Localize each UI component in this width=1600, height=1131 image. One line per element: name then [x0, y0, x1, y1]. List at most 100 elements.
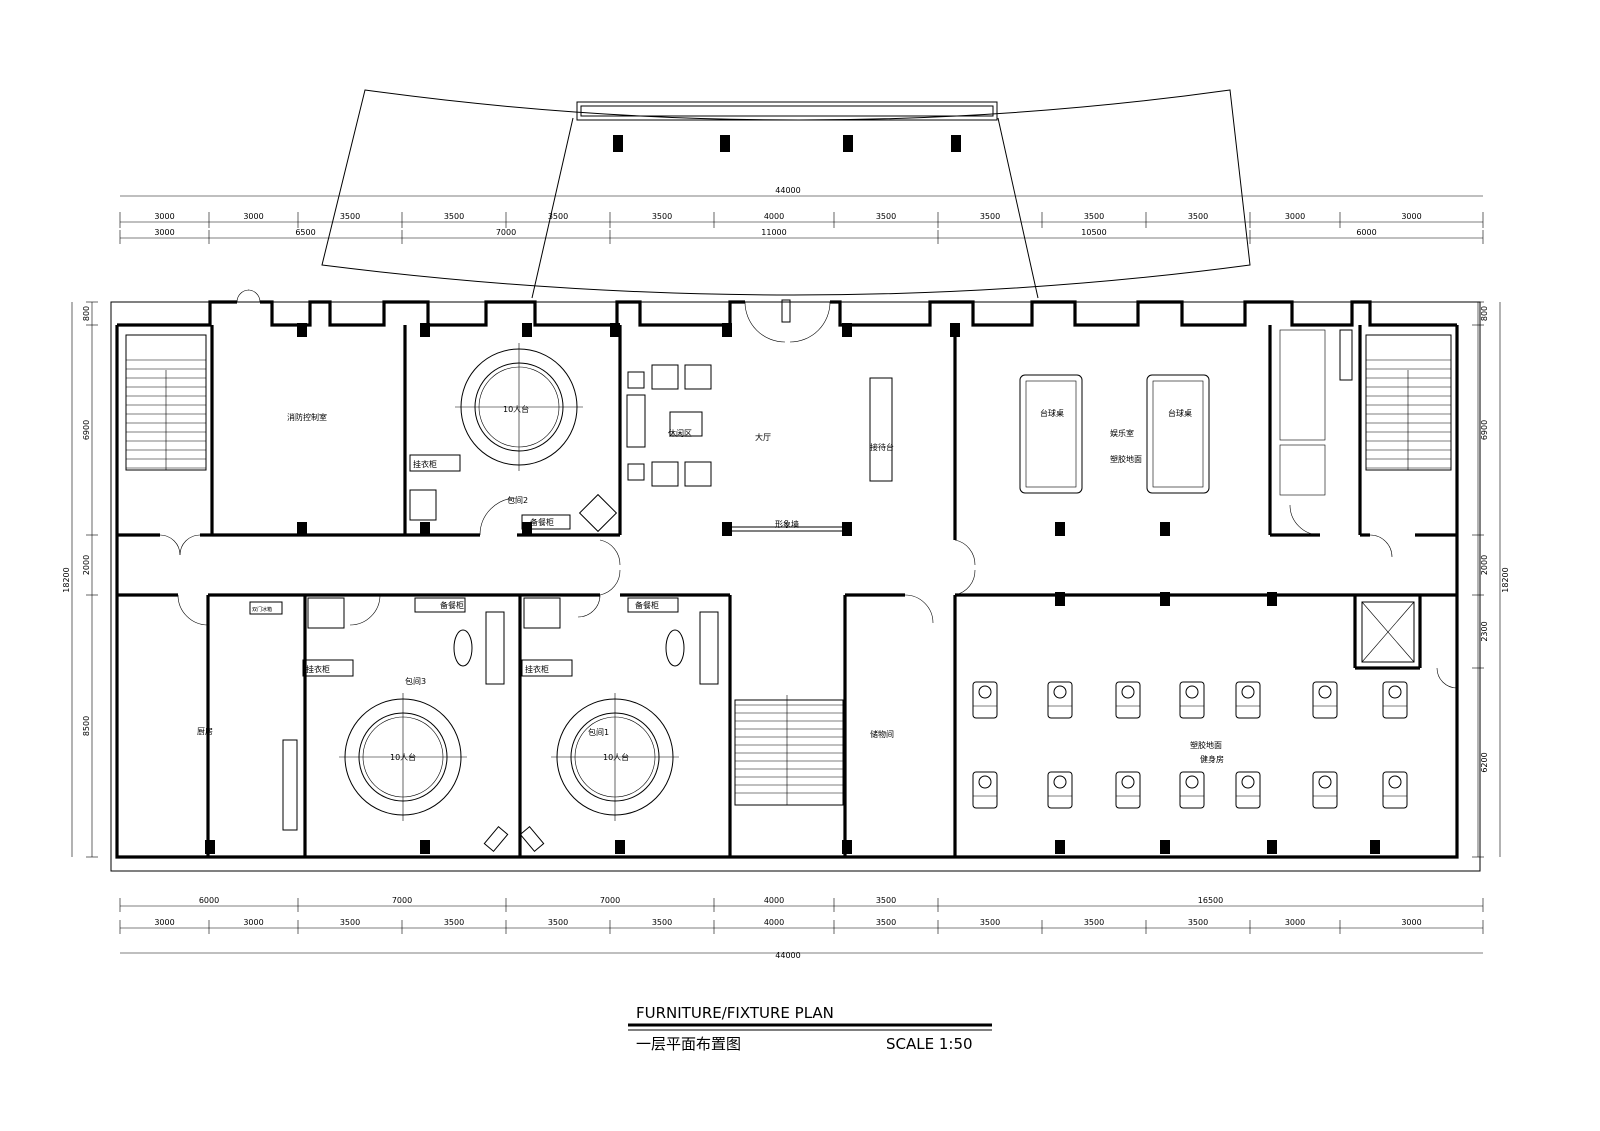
room-label-storage: 储物间	[870, 729, 894, 739]
dimension-value: 3500	[340, 918, 360, 927]
dimension-value: 3500	[548, 918, 568, 927]
room-label-recreation: 娱乐室	[1110, 428, 1134, 438]
gym-equipment-icon	[972, 681, 998, 719]
room-label-hall: 大厅	[755, 432, 771, 442]
dimension-value: 3500	[444, 212, 464, 221]
room-labels: 消防控制室 包间2 包间3 包间1 休闲区 大厅 接待台 形象墙 娱乐室 塑胶地…	[197, 408, 1224, 764]
dimension-value: 4000	[764, 896, 784, 905]
dimension-value: 3500	[980, 212, 1000, 221]
dimension-value: 3500	[444, 918, 464, 927]
entrance-canopy	[321, 89, 1251, 299]
stair-left	[125, 334, 207, 471]
interior-walls	[117, 325, 1457, 857]
dimension-value: 3000	[154, 228, 174, 237]
gym-equipment-icon	[1312, 771, 1338, 809]
room-label-gym: 健身房	[1200, 754, 1224, 764]
room-label-fire-control: 消防控制室	[287, 412, 327, 422]
room-label-kitchen: 厨房	[197, 726, 213, 736]
dimension-value: 3500	[548, 212, 568, 221]
table-label: 10人台	[503, 404, 529, 414]
dimension-value: 6500	[295, 228, 315, 237]
dimension-value: 6000	[1356, 228, 1376, 237]
dimension-value: 3000	[1285, 918, 1305, 927]
table-label: 10人台	[390, 752, 416, 762]
title-block: FURNITURE/FIXTURE PLAN 一层平面布置图 SCALE 1:5…	[628, 1004, 992, 1053]
dimension-value: 3000	[1401, 918, 1421, 927]
fixtures	[249, 329, 1415, 852]
gym-equipment-icon	[1312, 681, 1338, 719]
round-table-room2: 10人台	[455, 343, 583, 471]
gym-equipment-icon	[1115, 771, 1141, 809]
gym-equipment-icon	[1047, 681, 1073, 719]
right-total-dim: 18200	[1501, 567, 1510, 592]
gym-equipment-icon	[1382, 681, 1408, 719]
doors	[159, 289, 1458, 689]
gym-equipment-icon	[1179, 681, 1205, 719]
dimension-value: 2300	[1480, 621, 1489, 641]
gym-equipment-icon	[1235, 681, 1261, 719]
dimension-value: 7000	[600, 896, 620, 905]
dimension-value: 11000	[761, 228, 786, 237]
dimension-value: 7000	[496, 228, 516, 237]
dimension-value: 3000	[243, 918, 263, 927]
drawing-scale: SCALE 1:50	[886, 1035, 973, 1053]
dimension-value: 7000	[392, 896, 412, 905]
room-label-private-2: 包间2	[507, 495, 528, 505]
coat-cabinet-label: 挂衣柜	[306, 664, 330, 674]
stair-right	[1365, 334, 1452, 471]
dimension-value: 3500	[876, 918, 896, 927]
dimension-value: 4000	[764, 212, 784, 221]
dimension-value: 3500	[980, 918, 1000, 927]
left-total-dim: 18200	[62, 567, 71, 592]
gym-equipment-icon	[1235, 771, 1261, 809]
dimension-value: 800	[1480, 306, 1489, 321]
sideboard-label: 备餐柜	[635, 600, 659, 610]
dimension-value: 16500	[1198, 896, 1223, 905]
dimension-value: 10500	[1081, 228, 1106, 237]
bottom-total-dim: 44000	[775, 951, 800, 960]
room-label-private-3: 包间3	[405, 676, 426, 686]
dimension-value: 6900	[1480, 420, 1489, 440]
billiard-table-label: 台球桌	[1168, 408, 1192, 418]
dimension-value: 3000	[154, 918, 174, 927]
dimension-value: 8500	[82, 716, 91, 736]
room-label-recreation-floor: 塑胶地面	[1110, 454, 1142, 464]
coat-cabinet-label: 挂衣柜	[413, 459, 437, 469]
dimension-value: 3500	[1188, 212, 1208, 221]
billiard-table-label: 台球桌	[1040, 408, 1064, 418]
table-label: 10人台	[603, 752, 629, 762]
room-label-image-wall: 形象墙	[775, 519, 799, 529]
dimension-value: 3500	[876, 896, 896, 905]
fridge-label: 双门冰箱	[252, 606, 272, 613]
dimension-value: 3000	[154, 212, 174, 221]
dimension-value: 3500	[652, 212, 672, 221]
round-table-room3: 10人台	[339, 693, 467, 821]
exterior-walls	[115, 300, 1459, 859]
dimension-value: 3000	[243, 212, 263, 221]
sideboard-label: 备餐柜	[530, 517, 554, 527]
site-boundary	[110, 301, 1481, 872]
dimension-value: 3500	[1084, 918, 1104, 927]
coat-cabinet-label: 挂衣柜	[525, 664, 549, 674]
dimension-value: 3000	[1285, 212, 1305, 221]
dimension-value: 3500	[340, 212, 360, 221]
dimension-value: 2000	[82, 555, 91, 575]
stair-center	[734, 695, 844, 806]
drawing-title-chinese: 一层平面布置图	[636, 1035, 741, 1053]
gym-equipment-icon	[1115, 681, 1141, 719]
room-label-reception: 接待台	[870, 442, 894, 452]
round-table-room1: 10人台	[551, 693, 679, 821]
bottom-dimensions: 6000 7000 7000 4000 3500 16500 3000 3000 3500 35…	[119, 896, 1484, 960]
gym-equipment-icon	[1047, 771, 1073, 809]
dimension-value: 6000	[199, 896, 219, 905]
sideboard-label: 备餐柜	[440, 600, 464, 610]
drawing-title-english: FURNITURE/FIXTURE PLAN	[636, 1004, 834, 1022]
gym-equipment-icon	[972, 771, 998, 809]
dimension-value: 3500	[1188, 918, 1208, 927]
room-label-lounge: 休闲区	[668, 428, 692, 438]
gym-equipment-icon	[1382, 771, 1408, 809]
dimension-value: 6200	[1480, 752, 1489, 772]
